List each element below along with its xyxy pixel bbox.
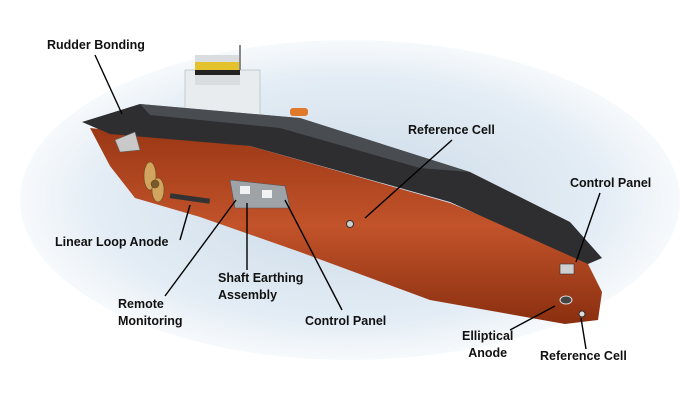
label-reference-cell-bow: Reference Cell — [540, 349, 627, 363]
label-control-panel-bow: Control Panel — [570, 176, 652, 190]
label-line: Monitoring — [118, 314, 183, 328]
label-rudder-bonding: Rudder Bonding — [47, 38, 145, 52]
label-line: Elliptical — [462, 329, 514, 343]
elliptical-anode-marker — [559, 295, 573, 305]
label-shaft-earthing-assembly: Shaft Earthing Assembly — [218, 270, 303, 304]
label-linear-loop-anode: Linear Loop Anode — [55, 235, 169, 249]
reference-cell-bow-marker — [578, 310, 586, 318]
hull — [90, 128, 602, 324]
label-elliptical-anode: Elliptical Anode — [462, 328, 513, 362]
label-line: Assembly — [218, 288, 278, 302]
leader-lines — [94, 54, 601, 350]
rudder — [114, 131, 141, 153]
label-control-panel-mid: Control Panel — [305, 314, 387, 328]
linear-loop-anode — [169, 193, 211, 204]
reference-cell-marker — [346, 220, 354, 228]
shaft-earthing-box — [229, 179, 291, 209]
label-line: Anode — [468, 346, 508, 360]
control-panel-marker — [559, 263, 575, 275]
superstructure — [184, 45, 308, 116]
label-line: Shaft Earthing — [218, 271, 304, 285]
label-reference-cell: Reference Cell — [408, 123, 495, 137]
propeller — [143, 161, 165, 203]
label-remote-monitoring: Remote Monitoring — [118, 296, 183, 330]
label-line: Remote — [118, 297, 164, 311]
